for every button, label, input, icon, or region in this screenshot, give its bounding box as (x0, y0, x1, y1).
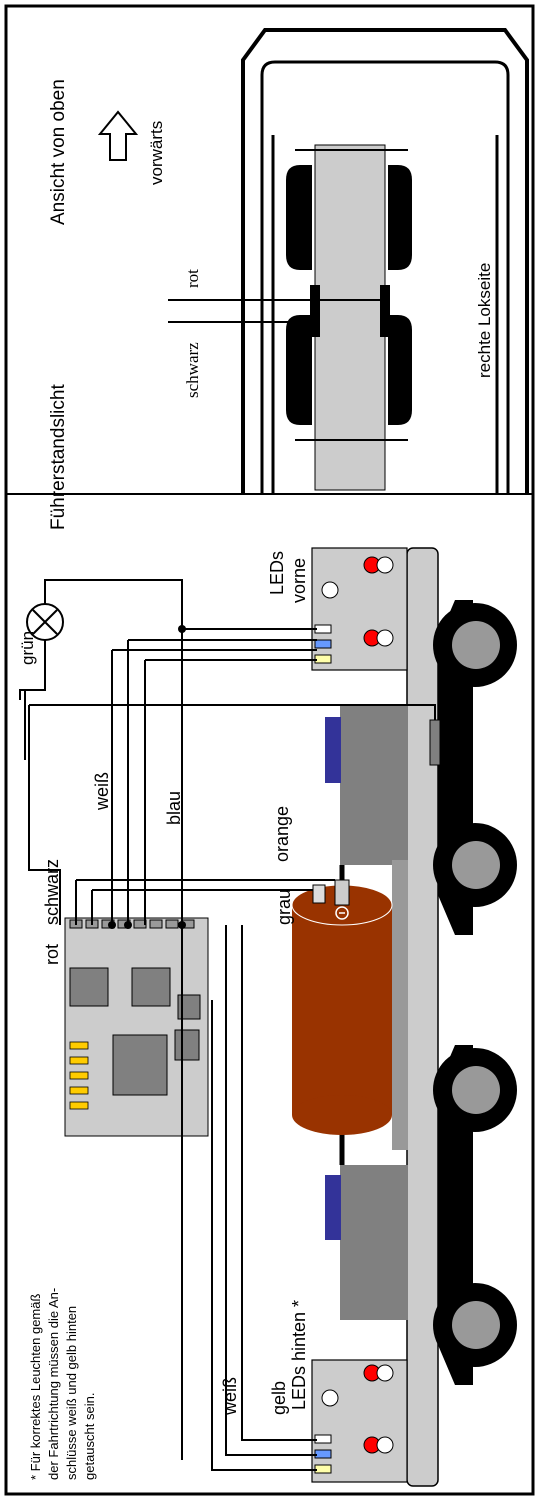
led-board-rear (311, 1359, 408, 1483)
rear-bogie (433, 1045, 517, 1385)
note-line-2: der Fahrtrichtung müssen die An- (46, 1288, 61, 1480)
rear-gearbox-clip (325, 1175, 341, 1240)
wire-label-orange: orange (272, 806, 292, 862)
top-view: rot schwarz vorwärts Ansicht von oben re… (48, 28, 529, 494)
cab-lamp-icon (26, 603, 64, 641)
decoder-pcb (64, 917, 209, 1137)
wire-label-grau: grau (274, 889, 294, 925)
rear-gearbox (340, 1165, 408, 1320)
motor-terminal-grey (312, 884, 326, 904)
view-from-above-label: Ansicht von oben (48, 79, 69, 225)
wire-label-gruen: grün (18, 631, 37, 665)
top-wire-red-label: rot (183, 269, 202, 288)
top-wire-black-label: schwarz (183, 342, 202, 398)
led-board-front (311, 547, 408, 671)
note-line-1: * Für korrektes Leuchten gemäß (28, 1294, 43, 1480)
note-line-3: schlüsse weiß und gelb hinten (64, 1306, 79, 1480)
motor (291, 879, 393, 1135)
center-plate (392, 860, 408, 1150)
front-bogie (429, 600, 517, 935)
front-gearbox (340, 705, 408, 865)
wire-label-gelb: gelb (269, 1381, 289, 1415)
leds-rear-label: LEDs hinten * (289, 1300, 309, 1410)
right-side-label: rechte Lokseite (475, 263, 494, 378)
outer-frame (4, 4, 535, 1496)
note-line-4: getauscht sein. (82, 1393, 97, 1480)
wiring (19, 579, 436, 1471)
front-gearbox-clip (325, 717, 341, 783)
wire-label-rot: rot (42, 944, 62, 965)
forward-arrow-icon (97, 110, 139, 161)
leds-front-label-line1: LEDs (267, 551, 287, 595)
forward-label: vorwärts (147, 121, 166, 185)
wire-label-schwarz: schwarz (42, 859, 62, 925)
wire-label-weiss-top: weiß (92, 772, 112, 811)
wire-label-blau: blau (164, 791, 184, 825)
wire-label-weiss-bottom: weiß (220, 1377, 240, 1416)
chassis-beam (406, 547, 439, 1487)
leds-front-label-line2: vorne (289, 558, 309, 603)
top-chassis (314, 144, 386, 491)
side-view: grün schwarz rot weiß blau orange grau w… (18, 384, 517, 1487)
footnote: * Für korrektes Leuchten gemäß der Fahrt… (28, 1288, 97, 1480)
cab-light-label: Führerstandslicht (48, 384, 69, 530)
